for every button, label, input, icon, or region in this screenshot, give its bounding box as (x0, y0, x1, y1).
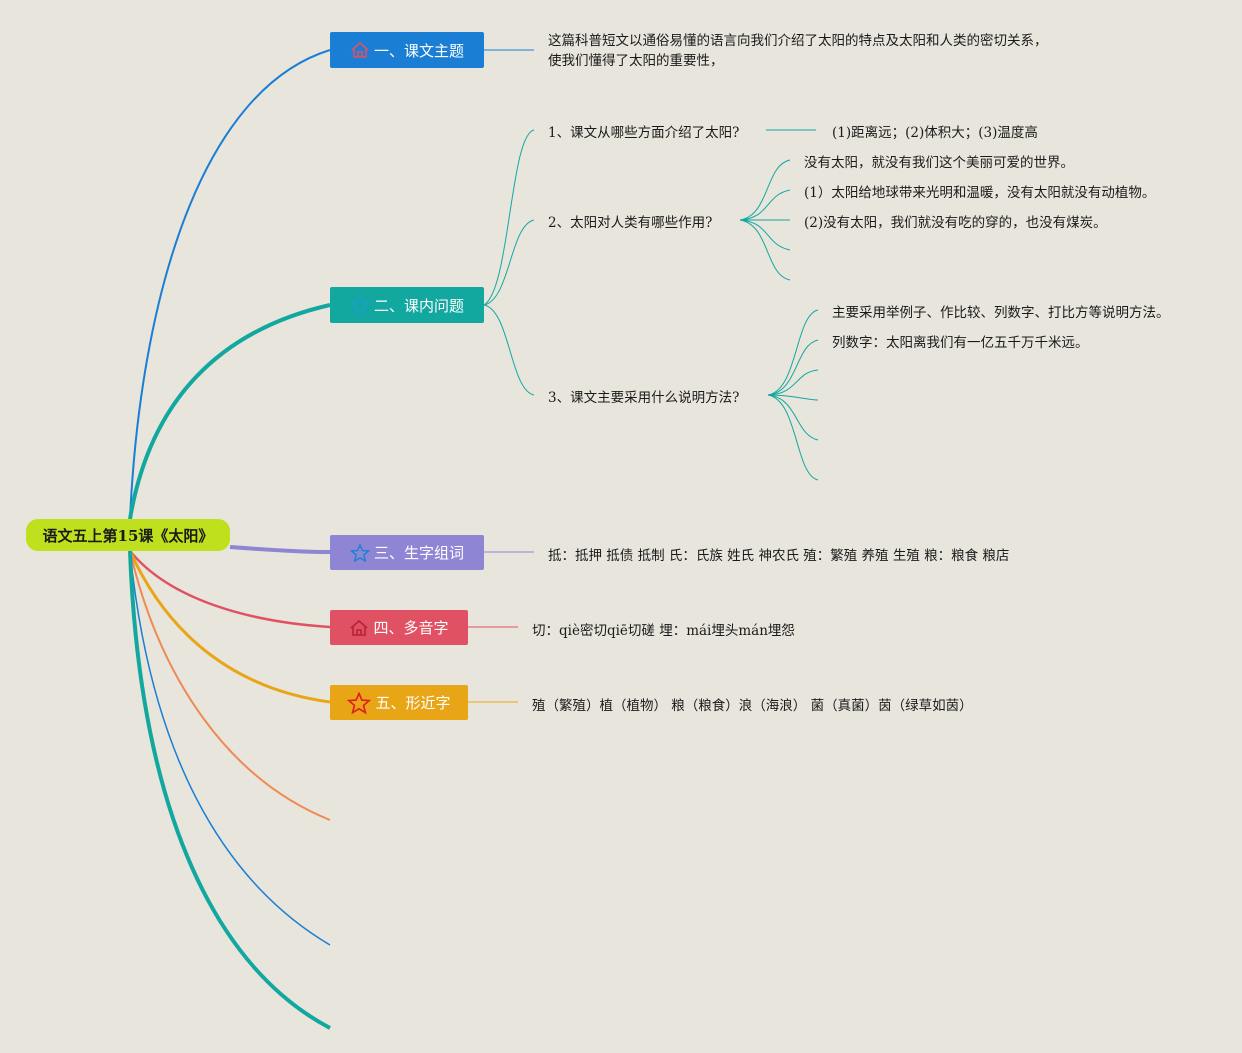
connector-polyphones (129, 550, 331, 629)
leaf-line-q3 (483, 304, 535, 396)
connector-empty-1 (129, 550, 331, 821)
connector-empty-3 (128, 550, 331, 1030)
leaf-line-q3-a3 (767, 369, 819, 396)
branch-similar-chars-label: 五、形近字 (375, 694, 451, 712)
root-node[interactable]: 语文五上第15课《太阳》 (26, 519, 230, 551)
branch-theme-label: 一、课文主题 (373, 41, 464, 60)
question-3-answer-2: 列数字：太阳离我们有一亿五千万千米远。 (832, 335, 1089, 351)
question-2-answer-3: (2)没有太阳，我们就没有吃的穿的，也没有煤炭。 (804, 215, 1107, 231)
branch-polyphones-label: 四、多音字 (373, 619, 449, 637)
connector-similar-chars (128, 550, 331, 704)
new-words-text: 抵：抵押 抵债 抵制 氏：氏族 姓氏 神农氏 殖：繁殖 养殖 生殖 粮：粮食 粮… (548, 548, 1010, 564)
polyphones-text: 切：qiè密切qiē切磋 埋：mái埋头mán埋怨 (532, 623, 795, 639)
connector-new-words (229, 545, 331, 554)
leaf-line-q3-a2 (767, 339, 819, 396)
leaf-line-q3-a4 (767, 394, 819, 401)
question-3: 3、课文主要采用什么说明方法? (548, 390, 740, 406)
home-icon (350, 619, 369, 636)
leaf-line-q1 (483, 129, 535, 306)
leaf-line-q2-a1 (739, 159, 791, 221)
branch-new-words-label: 三、生字组词 (373, 544, 464, 562)
home-icon (351, 41, 369, 58)
leaf-line-q2-a4 (739, 219, 791, 251)
star-icon (349, 543, 370, 562)
star-icon (349, 296, 370, 314)
theme-text: 这篇科普短文以通俗易懂的语言向我们介绍了太阳的特点及太阳和人类的密切关系，使我们… (548, 33, 1048, 69)
star-icon (347, 691, 372, 714)
question-2-answer-2: (1）太阳给地球带来光明和温暖，没有太阳就没有动植物。 (804, 185, 1156, 201)
branch-theme[interactable]: 一、课文主题 (330, 32, 484, 68)
question-3-answer-1: 主要采用举例子、作比较、列数字、打比方等说明方法。 (832, 305, 1170, 321)
connector-theme (129, 49, 331, 520)
leaf-line-q3-a5 (767, 394, 819, 441)
leaf-line-q3-a6 (767, 394, 819, 481)
similar-chars-text: 殖（繁殖）植（植物） 粮（粮食）浪（海浪） 菌（真菌）茵（绿草如茵） (532, 698, 973, 714)
branch-similar-chars[interactable]: 五、形近字 (330, 685, 468, 720)
leaf-line-q2-a2 (739, 189, 791, 221)
question-2: 2、太阳对人类有哪些作用? (548, 215, 713, 231)
branch-questions[interactable]: 二、课内问题 (330, 287, 484, 323)
leaf-line-q3-a1 (767, 309, 819, 396)
branch-polyphones[interactable]: 四、多音字 (330, 610, 468, 645)
question-1: 1、课文从哪些方面介绍了太阳? (548, 125, 740, 141)
branch-questions-label: 二、课内问题 (373, 296, 464, 315)
leaf-line-q2-a5 (739, 219, 791, 281)
connector-questions (128, 303, 331, 520)
question-1-answer-1: (1)距离远；(2)体积大；(3)温度高 (832, 125, 1038, 141)
question-2-answer-1: 没有太阳，就没有我们这个美丽可爱的世界。 (804, 155, 1074, 171)
leaf-line-q2 (483, 219, 535, 306)
branch-new-words[interactable]: 三、生字组词 (330, 535, 484, 570)
root-label: 语文五上第15课《太阳》 (42, 526, 214, 545)
connector-empty-2 (129, 550, 331, 946)
